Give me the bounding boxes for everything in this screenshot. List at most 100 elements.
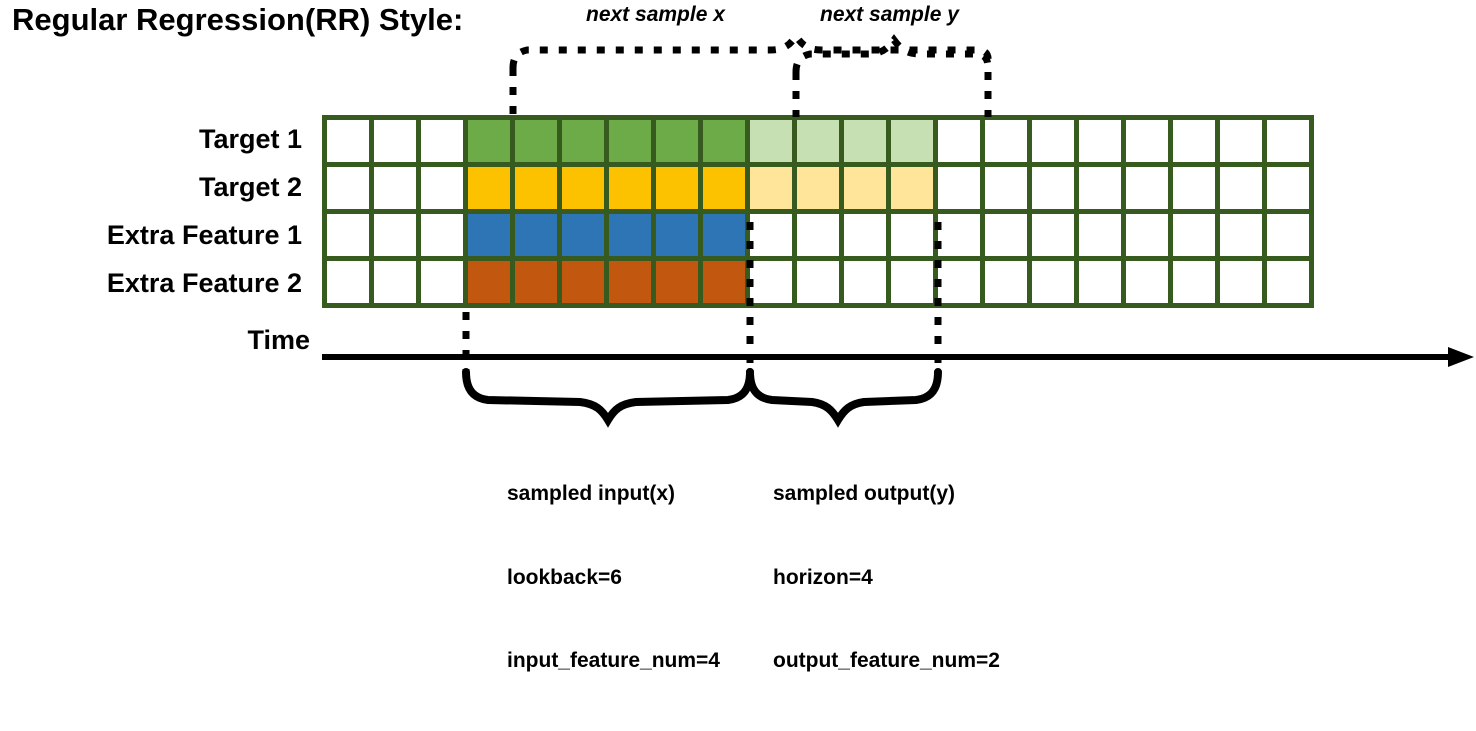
caption-sampled-output: sampled output(y) horizon=4 output_featu… [773,424,1000,731]
caption-sampled-input: sampled input(x) lookback=6 input_featur… [507,424,720,731]
grid-cell [985,167,1027,209]
caption-sampled-output-line-1: sampled output(y) [773,481,955,505]
grid-cell [750,120,792,162]
time-axis-arrow [322,347,1474,367]
grid-cell [1032,261,1074,303]
page-title: Regular Regression(RR) Style: [12,2,464,37]
grid-cell [562,120,604,162]
grid-cell [891,167,933,209]
grid-cell [1032,167,1074,209]
grid-cell [750,167,792,209]
grid-cell [1267,167,1309,209]
grid-cell [1220,261,1262,303]
caption-sampled-input-line-2: lookback=6 [507,565,622,589]
brace-sampled-output [746,368,942,428]
grid-cell [1267,214,1309,256]
grid-cell [938,214,980,256]
caption-sampled-input-line-1: sampled input(x) [507,481,676,505]
grid-cell [844,214,886,256]
grid-cell [797,167,839,209]
grid-cell [1267,261,1309,303]
grid-cell [750,214,792,256]
grid-cell [797,214,839,256]
grid-cell [1126,120,1168,162]
grid-cell [1220,120,1262,162]
grid-cell [468,261,510,303]
grid-cell [515,120,557,162]
caption-sampled-output-line-3: output_feature_num=2 [773,649,1000,673]
caption-sampled-output-line-2: horizon=4 [773,565,873,589]
grid-cell [1032,214,1074,256]
grid-cell [1079,167,1121,209]
caption-sampled-input-line-3: input_feature_num=4 [507,649,720,673]
grid-cell [656,167,698,209]
row-label-column: Target 1 Target 2 Extra Feature 1 Extra … [0,115,312,307]
grid-cell [938,261,980,303]
grid-cell [938,167,980,209]
grid-cell [1220,167,1262,209]
grid-cell [468,214,510,256]
grid-cell [656,214,698,256]
grid-cell [468,167,510,209]
grid-cell [327,261,369,303]
grid-cell [1173,167,1215,209]
grid-cell [1079,214,1121,256]
grid-cell [797,120,839,162]
grid-cell [1126,167,1168,209]
grid-cell [609,261,651,303]
grid-cell [985,261,1027,303]
caption-next-sample-y: next sample y [820,3,959,26]
grid-cell [656,120,698,162]
grid-cell [891,261,933,303]
grid-cell [374,167,416,209]
grid-cell [844,120,886,162]
grid-cell [1126,261,1168,303]
grid-cell [374,120,416,162]
grid-cell [515,167,557,209]
grid-cell [468,120,510,162]
grid-cell [421,167,463,209]
grid-cell [421,261,463,303]
row-label-target-1: Target 1 [198,124,302,154]
timeseries-grid [322,115,1314,308]
grid-cell [891,120,933,162]
caption-next-sample-x: next sample x [586,3,725,26]
grid-cell [609,120,651,162]
grid-cell [374,261,416,303]
grid-cell [1079,120,1121,162]
brace-sampled-input [462,368,754,428]
grid-cell [562,261,604,303]
grid-cell [844,261,886,303]
grid-cell [609,214,651,256]
grid-cell [421,120,463,162]
grid-cell [703,261,745,303]
row-label-target-2: Target 2 [198,172,302,202]
grid-cell [327,120,369,162]
grid-cell [327,214,369,256]
grid-cell [609,167,651,209]
grid-cell [515,261,557,303]
grid-cell [1032,120,1074,162]
grid-cell [1267,120,1309,162]
grid-cell [891,214,933,256]
grid-cell [515,214,557,256]
grid-cell [844,167,886,209]
grid-cell [1126,214,1168,256]
grid-cell [562,214,604,256]
grid-cell [797,261,839,303]
grid-cell [327,167,369,209]
grid-cell [750,261,792,303]
row-label-extra-feature-1: Extra Feature 1 [106,220,302,250]
grid-cell [1079,261,1121,303]
grid-cell [1220,214,1262,256]
grid-cell [985,120,1027,162]
brace-next-sample-x [509,29,992,69]
diagram-canvas: Regular Regression(RR) Style: Target 1 T… [0,2,1474,672]
brace-next-sample-y [792,34,992,73]
grid-cell [703,214,745,256]
grid-cell [656,261,698,303]
row-label-extra-feature-2: Extra Feature 2 [106,268,302,298]
grid-cell [1173,261,1215,303]
grid-cell [421,214,463,256]
grid-cell [938,120,980,162]
